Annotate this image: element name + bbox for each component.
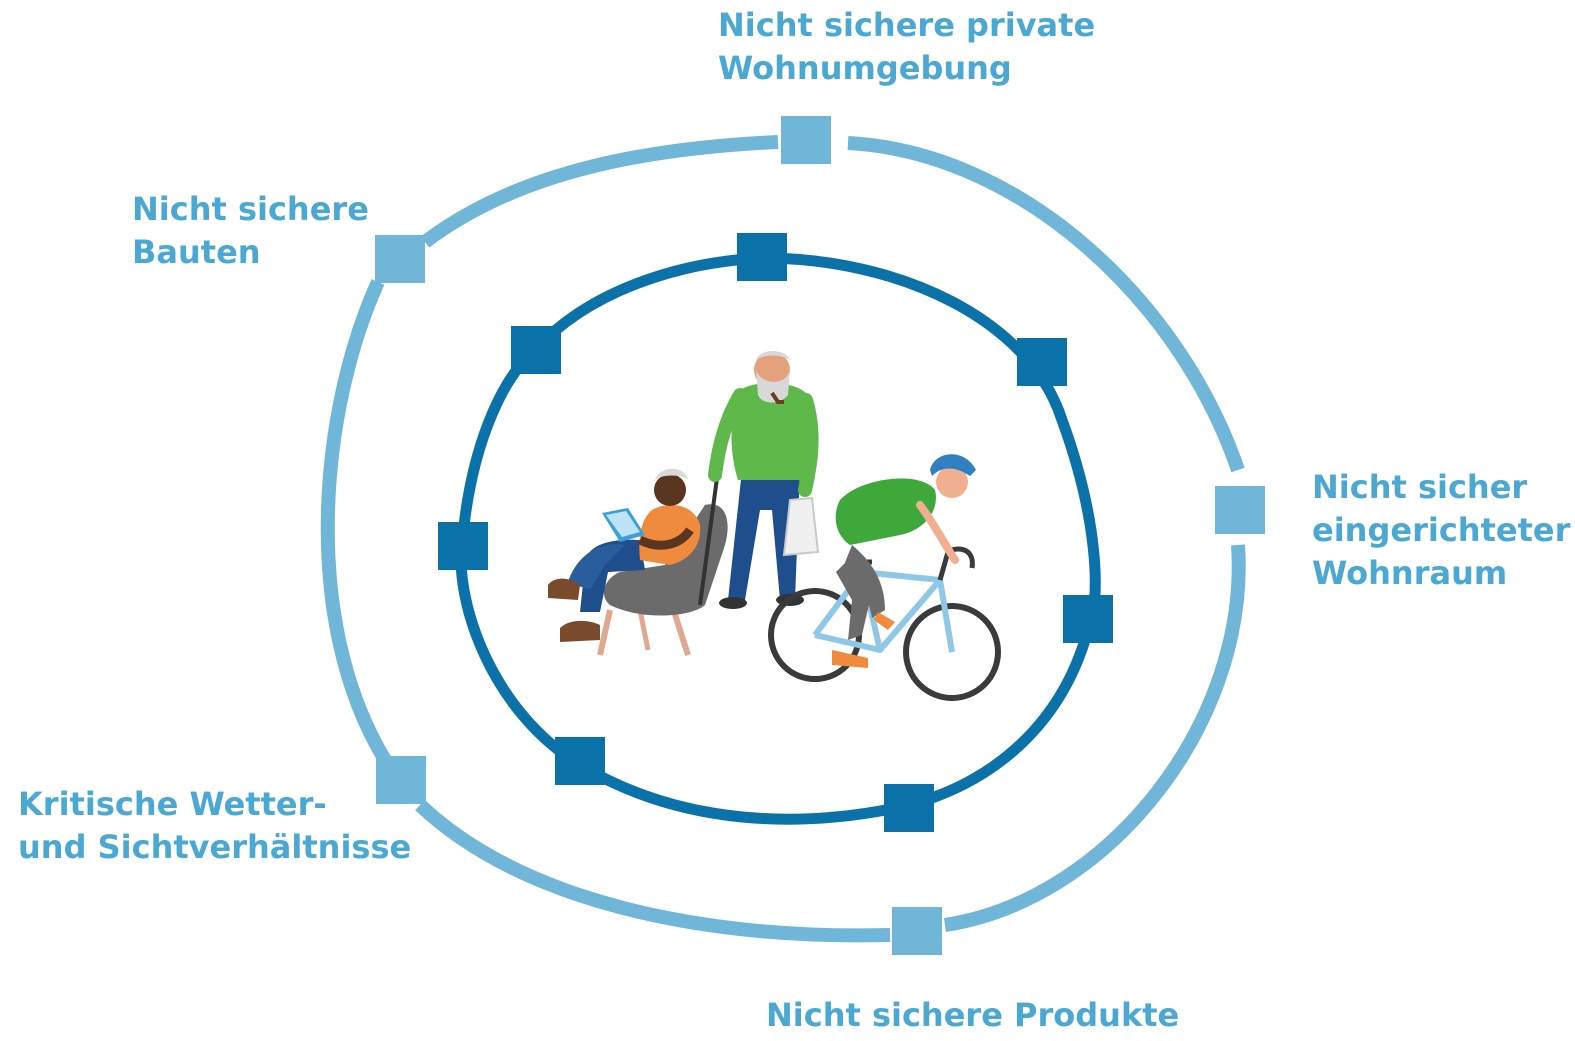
label-right-line-1: Nicht sicher [1312, 468, 1528, 506]
label-top-line-2: Wohnumgebung [718, 49, 1012, 87]
reading-woman-in-armchair-icon [548, 468, 728, 656]
label-bottom-line-1: Nicht sichere Produkte [766, 996, 1180, 1034]
label-top-left-line-1: Nicht sichere [132, 190, 369, 228]
outer-ring-markers [375, 116, 1265, 955]
label-bottom-left-line-1: Kritische Wetter- [18, 785, 327, 823]
inner-marker-7 [511, 326, 561, 374]
outer-ring [320, 135, 1246, 943]
elderly-man-with-cane-icon [698, 351, 820, 609]
label-top-left-line-2: Bauten [132, 233, 261, 271]
label-top: Nicht sichere private Wohnumgebung [718, 4, 1095, 90]
label-bottom-left-line-2: und Sichtverhältnisse [18, 828, 412, 866]
cyclist-icon [768, 454, 1001, 701]
outer-marker-bottom-left [376, 756, 426, 804]
outer-marker-right [1215, 486, 1265, 534]
inner-marker-4 [884, 784, 934, 832]
label-right-line-2: eingerichteter [1312, 511, 1571, 549]
outer-marker-top-left [375, 235, 425, 283]
inner-marker-1 [737, 233, 787, 281]
inner-ring-markers [438, 233, 1113, 832]
outer-marker-bottom [892, 907, 942, 955]
inner-marker-3 [1063, 595, 1113, 643]
label-right-line-3: Wohnraum [1312, 554, 1508, 592]
label-top-line-1: Nicht sichere private [718, 6, 1096, 44]
label-right: Nicht sicher eingerichteter Wohnraum [1312, 466, 1570, 595]
label-bottom-left: Kritische Wetter- und Sichtverhältnisse [18, 783, 411, 869]
inner-marker-6 [438, 522, 488, 570]
inner-marker-5 [555, 737, 605, 785]
outer-marker-top [781, 116, 831, 164]
label-bottom: Nicht sichere Produkte [766, 994, 1179, 1037]
label-top-left: Nicht sichere Bauten [132, 188, 369, 274]
inner-marker-2 [1017, 338, 1067, 386]
